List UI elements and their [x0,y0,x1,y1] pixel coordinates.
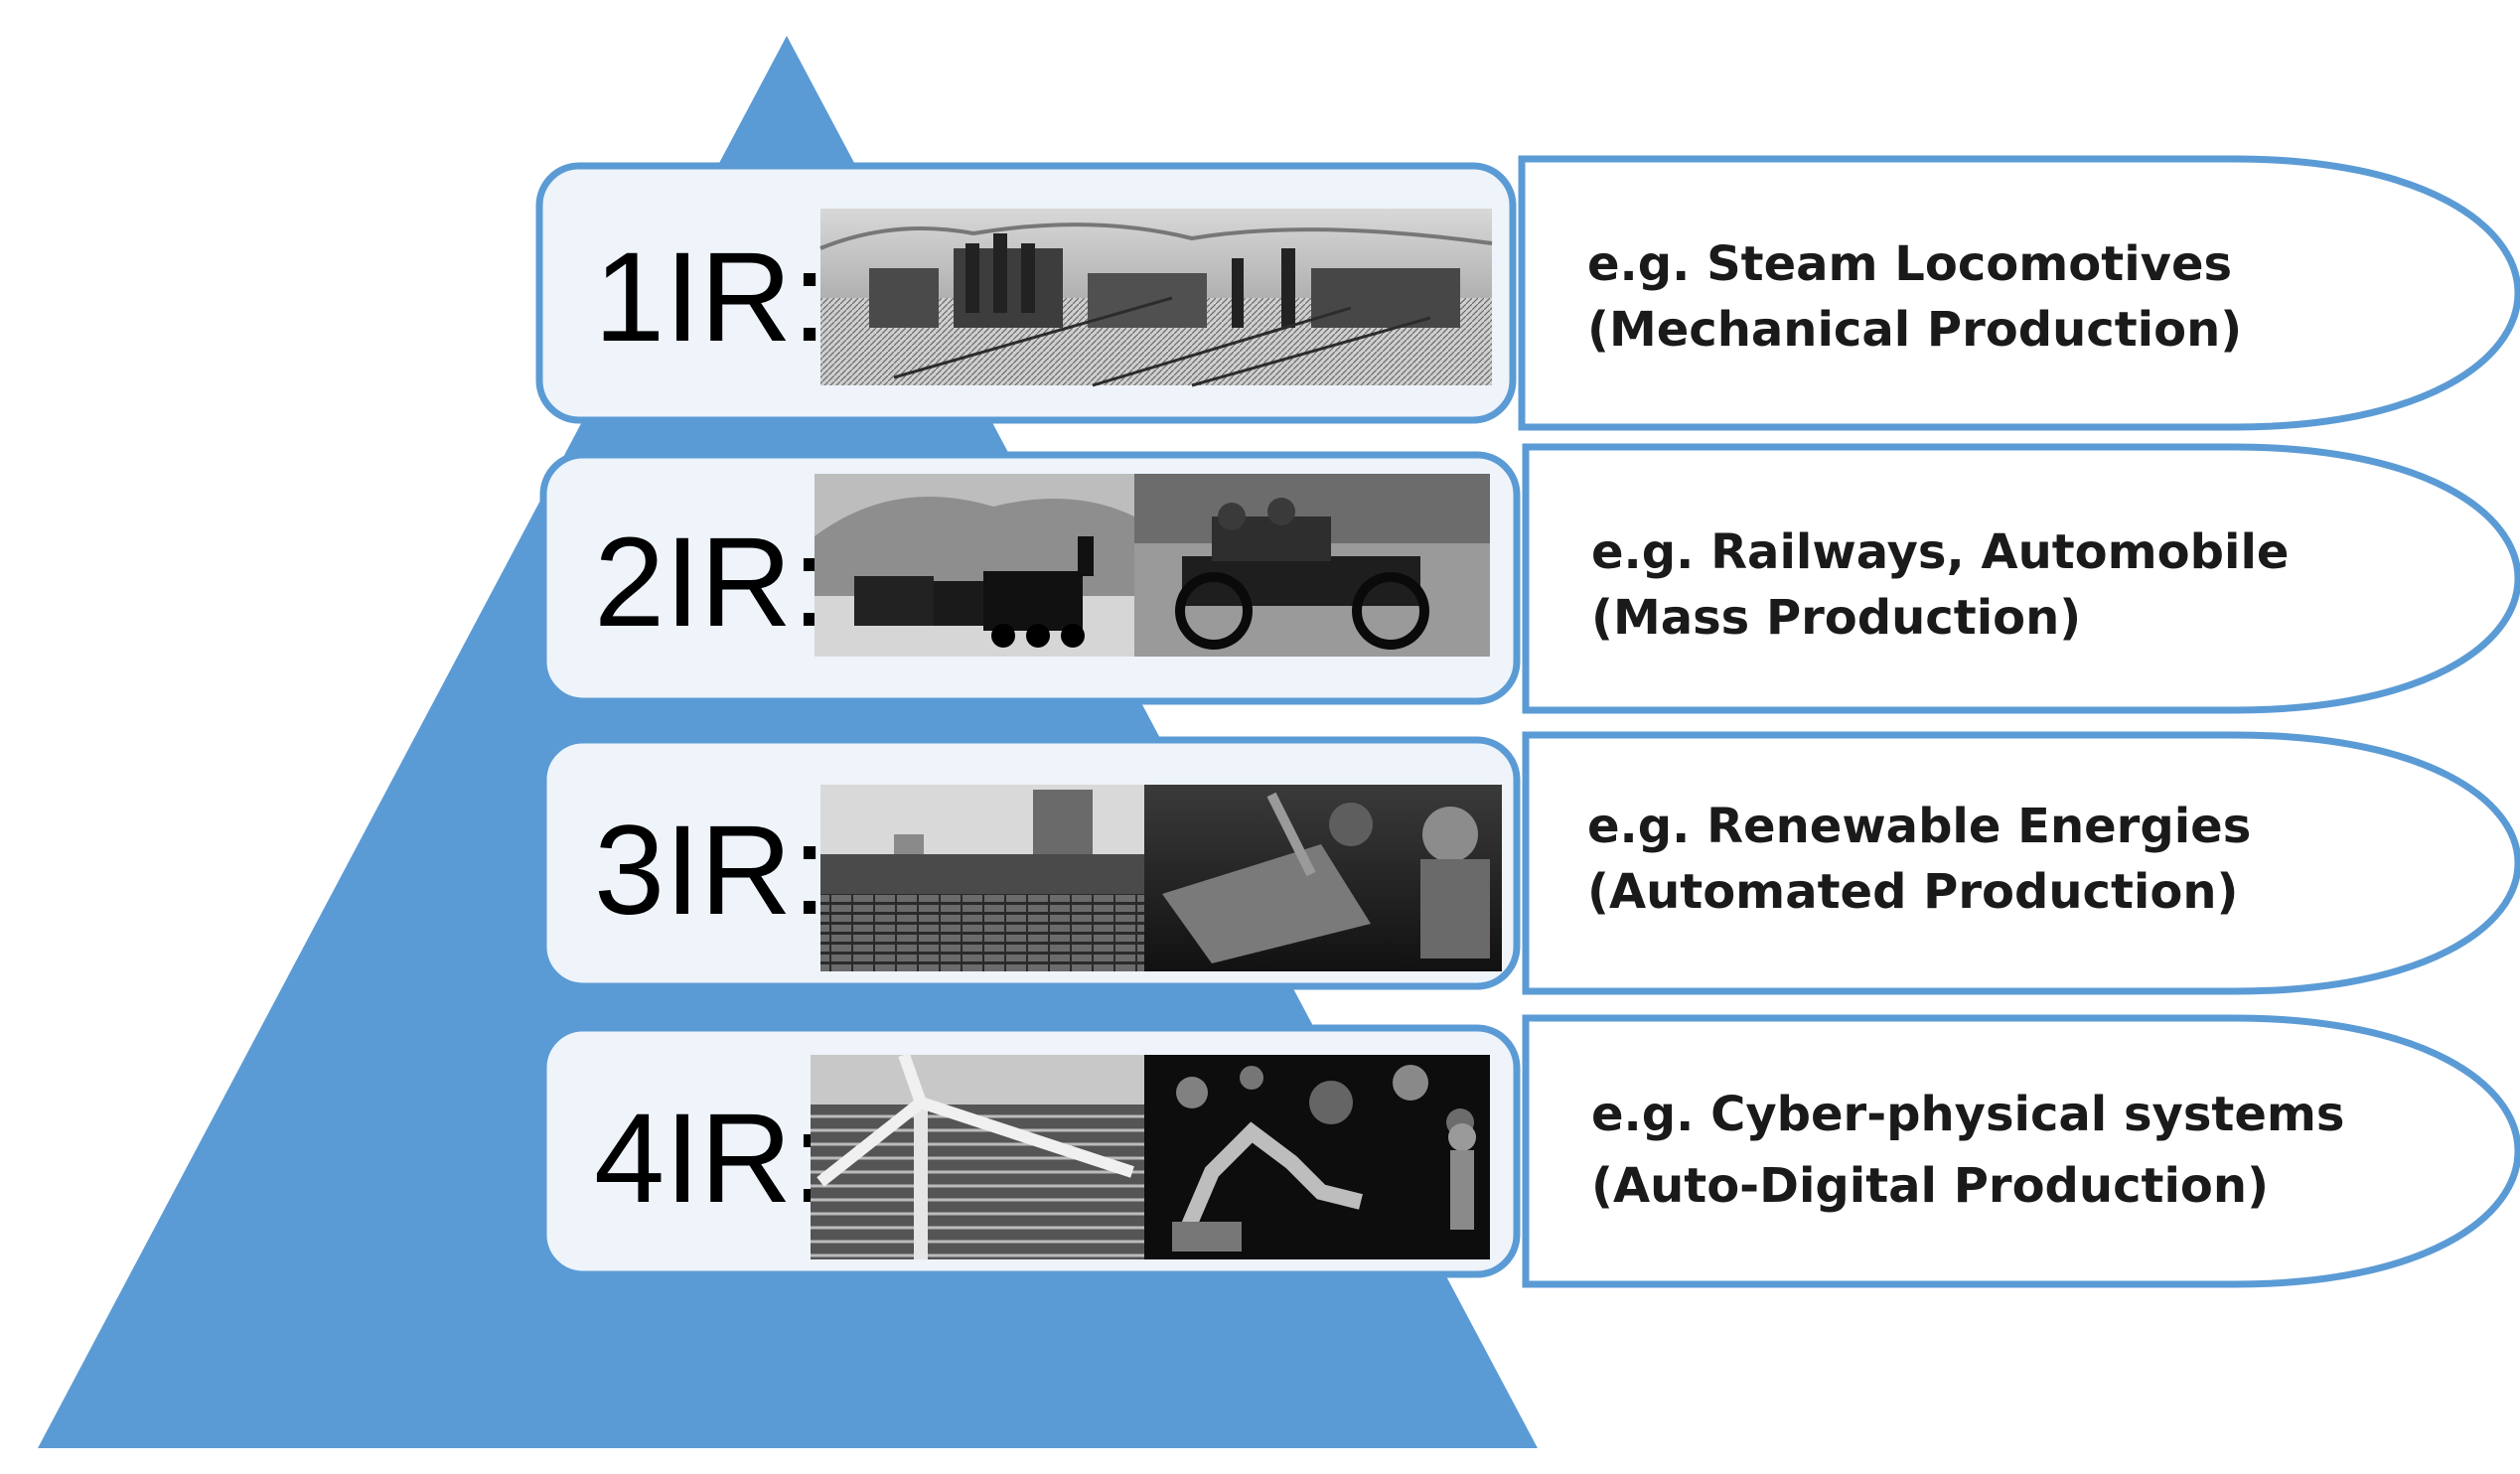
level-4-desc-line2: (Auto-Digital Production) [1591,1158,2269,1214]
level-3-desc-line1: e.g. Renewable Energies [1587,799,2251,854]
level-1-row: 1IR: e.g. Steam Locomotives (Mechanical … [535,155,2520,431]
level-4-row: 4IR: e.g. Cyber-physical systems (Auto-D… [539,1014,2520,1288]
wind-turbine-solar-photo [811,1052,1144,1259]
solar-panel-field-photo [820,785,1144,971]
level-2-row: 2IR: e.g. Railways, Automobile [539,443,2520,714]
level-1-desc-line1: e.g. Steam Locomotives [1587,236,2232,292]
vintage-automobile-photo [1134,474,1490,657]
level-2-desc-line2: (Mass Production) [1591,590,2081,646]
level-3-desc-line2: (Automated Production) [1587,864,2238,920]
level-4-description-shape [1522,1014,2520,1288]
level-4-desc-line1: e.g. Cyber-physical systems [1591,1087,2344,1142]
level-2-description-shape [1522,443,2520,714]
level-2-desc-line1: e.g. Railways, Automobile [1591,524,2289,580]
level-3-description-shape [1522,731,2520,995]
automated-assembly-photo [1144,785,1502,971]
robot-arm-human-photo [1144,1055,1490,1259]
steam-train-photo [815,474,1134,657]
level-1-description-shape [1518,155,2520,431]
level-4-label: 4IR: [594,1088,827,1230]
level-1-desc-line2: (Mechanical Production) [1587,302,2242,358]
level-3-label: 3IR: [594,800,827,942]
level-2-label: 2IR: [594,512,827,654]
industrial-factories-engraving [819,209,1493,387]
level-1-label: 1IR: [594,226,827,368]
level-3-row: 3IR: e.g. Renewable Energies (Automated … [539,731,2520,995]
